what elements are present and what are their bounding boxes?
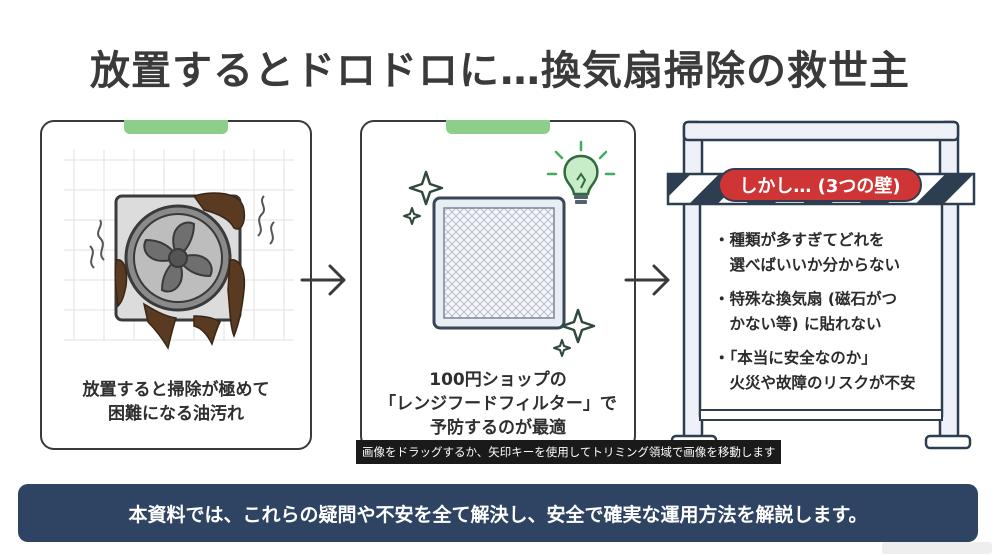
arrow-right-icon: [300, 264, 346, 296]
caption-line: 困難になる油汚れ: [108, 404, 244, 424]
list-item-line: ・種類が多すぎてどれを: [714, 231, 885, 249]
crop-tooltip: 画像をドラッグするか、矢印キーを使用してトリミング領域で画像を移動します: [356, 440, 782, 464]
card-filter-caption: 100円ショップの 「レンジフードフィルター」で 予防するのが最適: [362, 368, 634, 440]
list-item: ・「本当に安全なのか」 火災や故障のリスクが不安: [714, 346, 954, 396]
card-filter: 100円ショップの 「レンジフードフィルター」で 予防するのが最適: [360, 120, 636, 450]
list-item-line: 火災や故障のリスクが不安: [714, 374, 916, 392]
list-item-line: ・特殊な換気扇 (磁石がつ: [714, 290, 897, 308]
list-item-line: 選べばいいか分からない: [714, 256, 901, 274]
barrier-label: しかし… (3つの壁): [718, 168, 922, 202]
card-tab: [446, 120, 550, 134]
caption-line: 100円ショップの: [429, 370, 567, 390]
caption-line: 予防するのが最適: [430, 418, 566, 438]
list-item-line: かない等) に貼れない: [714, 315, 882, 333]
slide-title: 放置するとドロドロに…換気扇掃除の救世主: [90, 48, 910, 94]
card-dirty-fan-caption: 放置すると掃除が極めて 困難になる油汚れ: [42, 378, 310, 426]
barrier-list: ・種類が多すぎてどれを 選べばいいか分からない ・特殊な換気扇 (磁石がつ かな…: [714, 228, 954, 405]
lightbulb-icon: [546, 140, 616, 204]
filter-icon: [403, 170, 596, 357]
corner-overlay: [882, 542, 992, 554]
arrow-right-icon: [624, 264, 670, 296]
caption-line: 放置すると掃除が極めて: [82, 380, 270, 400]
card-dirty-fan: 放置すると掃除が極めて 困難になる油汚れ: [40, 120, 312, 450]
dirty-fan-icon: [64, 150, 294, 350]
list-item-line: ・「本当に安全なのか」: [714, 349, 877, 367]
list-item: ・種類が多すぎてどれを 選べばいいか分からない: [714, 228, 954, 278]
list-item: ・特殊な換気扇 (磁石がつ かない等) に貼れない: [714, 287, 954, 337]
card-tab: [124, 120, 228, 134]
caption-line: 「レンジフードフィルター」で: [379, 394, 617, 414]
summary-banner: 本資料では、これらの疑問や不安を全て解決し、安全で確実な運用方法を解説します。: [18, 484, 978, 542]
